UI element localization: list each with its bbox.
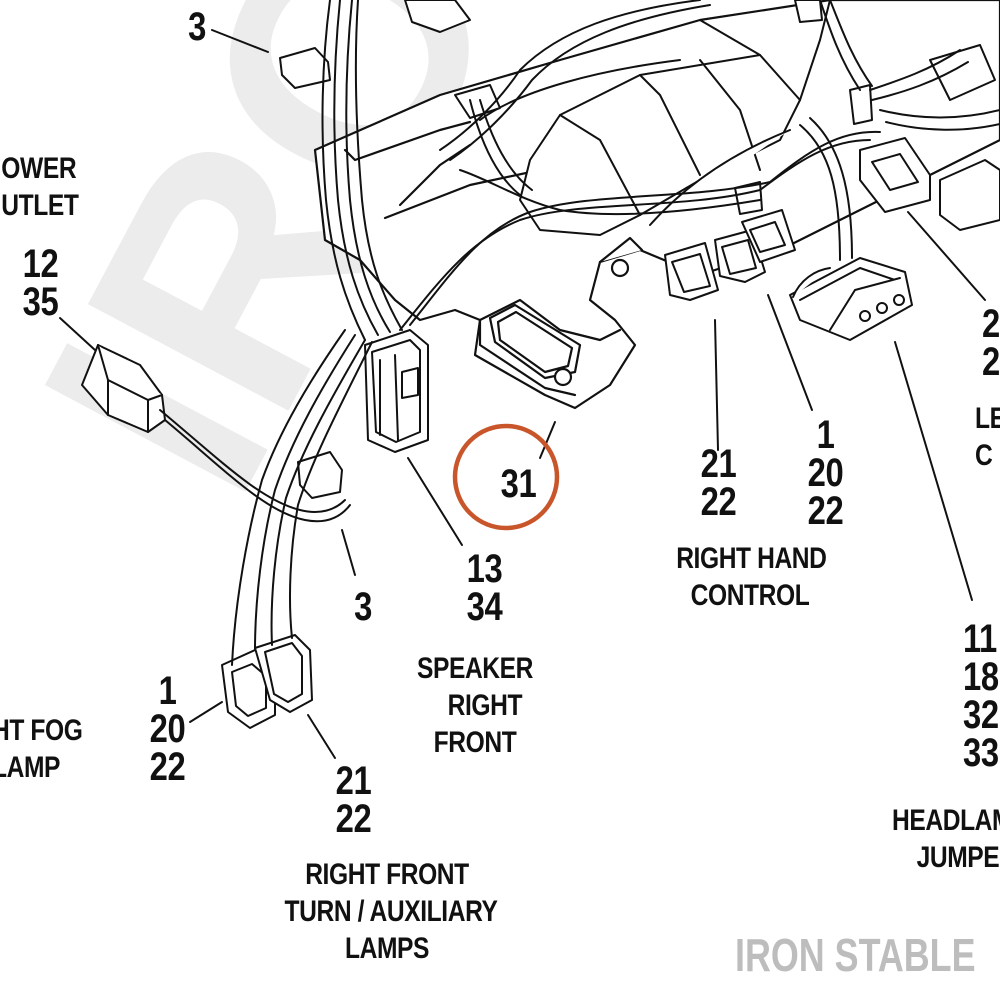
callout-31: 31 [500, 462, 537, 506]
callout-turn-lamps: 21 22 [335, 759, 372, 841]
connector-block-upper-right [859, 44, 1000, 231]
callout-fog-lamp: 1 20 22 [149, 669, 186, 789]
wire-harness [159, 0, 1000, 666]
caption-power-outlet: OWER UTLET [1, 152, 79, 222]
power-outlet-connector [81, 344, 166, 433]
caption-speaker-right-front: SPEAKER RIGHT FRONT [416, 652, 534, 759]
callout-3-top: 3 [188, 5, 206, 49]
caption-left-edge: LE C [975, 402, 1000, 472]
callout-headlamp-jumper: 11 18 32 33 [963, 617, 999, 775]
brand-logo-text: IRON STABLE [735, 929, 976, 981]
callout-circle-31 [452, 423, 560, 531]
callout-right-hand-control-left: 21 22 [700, 442, 737, 524]
callout-power-outlet: 12 35 [22, 242, 59, 324]
headlamp-jumper-connector [789, 257, 913, 341]
caption-fog-lamp: HT FOG LAMP [0, 714, 83, 784]
caption-headlamp-jumper: HEADLAM JUMPE [892, 804, 1000, 874]
callout-speaker: 13 34 [466, 547, 503, 629]
caption-right-hand-control: RIGHT HAND CONTROL [676, 542, 827, 612]
front-lamp-connectors [221, 634, 313, 729]
right-hand-control-connectors [664, 209, 796, 301]
harness-clips [279, 0, 873, 499]
leader-lines [59, 29, 986, 759]
callout-right-hand-control-right: 1 20 22 [807, 413, 844, 533]
caption-right-front-turn-auxiliary-lamps: RIGHT FRONT TURN / AUXILIARY LAMPS [284, 858, 498, 965]
callout-3-middle: 3 [354, 585, 372, 629]
callout-left-edge: 2 2 [982, 302, 1000, 384]
speaker-connector [364, 329, 429, 453]
